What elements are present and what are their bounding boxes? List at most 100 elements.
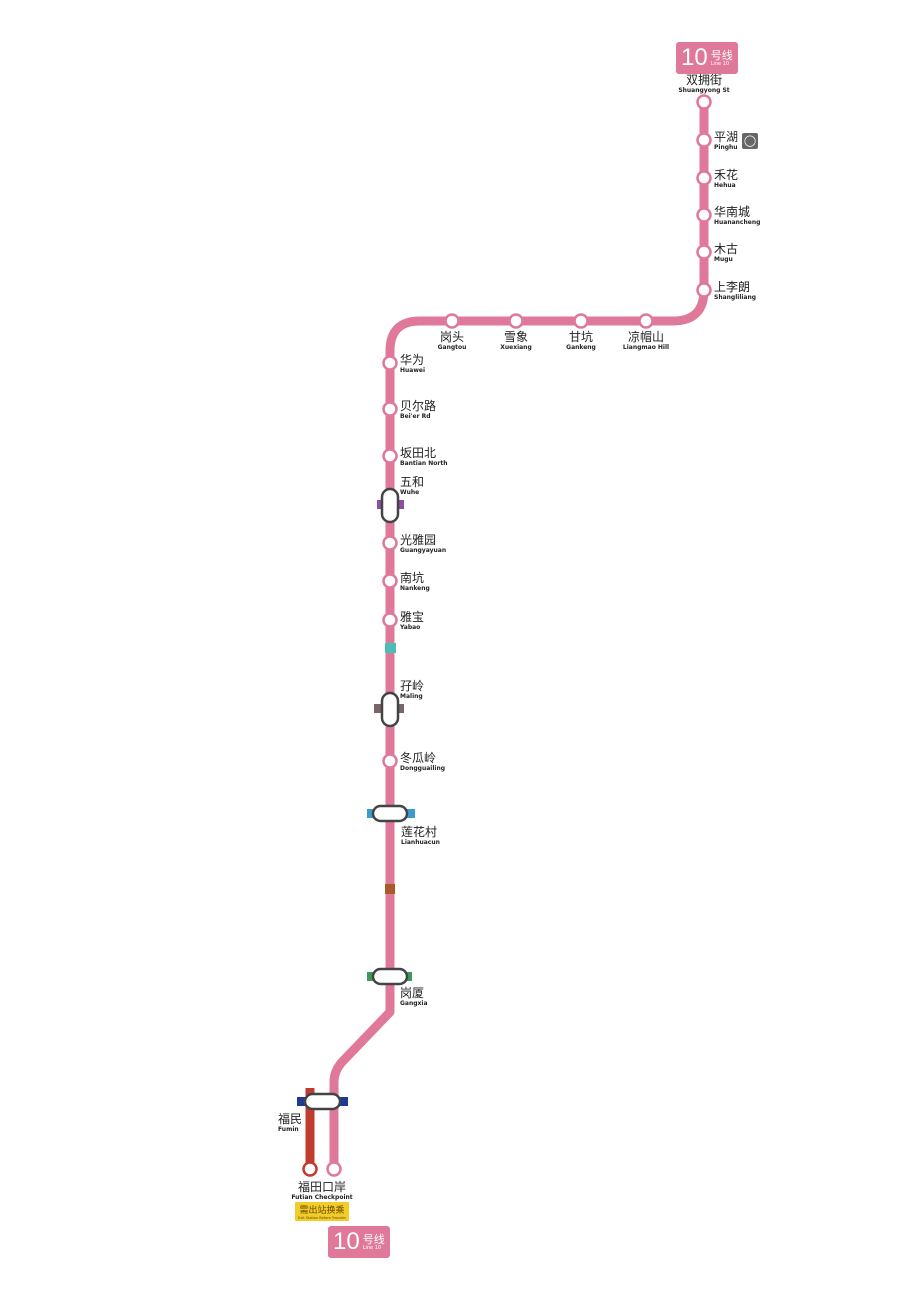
station-dot-bei-er-rd[interactable] [382, 401, 398, 417]
station-name-zh: 上李朗 [714, 280, 751, 294]
station-dot-futian-checkpoint[interactable] [326, 1161, 342, 1177]
interchange-wuhe[interactable] [380, 487, 400, 524]
transfer-note-zh: 需出站换乘 [299, 1206, 345, 1216]
station-name-zh: 雅宝 [400, 610, 425, 624]
station-name-en: Mugu [714, 256, 733, 263]
station-dot-yabao[interactable] [382, 612, 398, 628]
station-name-zh: 贝尔路 [400, 399, 437, 413]
station-name-zh: 莲花村 [401, 825, 438, 839]
station-name-en: Shangliliang [714, 294, 757, 301]
station-dot-dongguailing[interactable] [382, 753, 398, 769]
station-name-en: Maling [400, 693, 423, 700]
station-name-zh: 木古 [714, 242, 739, 256]
station-name-zh: 福田口岸 [297, 1180, 346, 1194]
crossing-mark-brown [385, 884, 395, 894]
railway-station-icon: ◯ [742, 133, 758, 149]
line-number: 10 [333, 1228, 360, 1255]
interchange-lianhuacun[interactable] [371, 804, 409, 823]
station-name-en: Lianhuacun [401, 839, 440, 846]
line-number: 10 [681, 44, 708, 71]
station-name-zh: 雪象 [503, 330, 529, 344]
station-dot-huawei[interactable] [382, 355, 398, 371]
station-dot-hehua[interactable] [696, 170, 712, 186]
station-name-en: Nankeng [400, 585, 430, 592]
station-name-zh: 禾花 [714, 168, 739, 182]
station-name-zh: 凉帽山 [627, 330, 665, 344]
station-dot-shuangyong-st[interactable] [696, 94, 712, 110]
station-name-zh: 平湖 [714, 130, 739, 144]
station-dot-gangtou[interactable] [444, 313, 460, 329]
station-name-en: Gankeng [566, 344, 596, 351]
station-name-zh: 坂田北 [400, 446, 437, 460]
station-name-zh: 福民 [278, 1112, 303, 1126]
station-name-en: Huanancheng [714, 219, 761, 226]
interchange-gangxia[interactable] [371, 967, 409, 986]
line-name-zh: 号线 [362, 1232, 385, 1246]
station-dot-liangmao-hill[interactable] [638, 313, 654, 329]
station-dot-shangliliang[interactable] [696, 282, 712, 298]
station-dot-futian-checkpoint-line1[interactable] [302, 1161, 318, 1177]
station-name-zh: 孖岭 [400, 679, 425, 693]
station-dot-pinghu[interactable] [696, 132, 712, 148]
station-name-zh: 五和 [400, 475, 425, 489]
station-name-zh: 甘坑 [568, 330, 593, 344]
station-dot-huanancheng[interactable] [696, 207, 712, 223]
station-name-en: Bei'er Rd [400, 413, 431, 420]
station-name-en: Gangtou [437, 344, 467, 351]
station-name-en: Liangmao Hill [622, 344, 670, 351]
station-name-zh: 岗厦 [400, 986, 425, 1000]
station-name-en: Futian Checkpoint [291, 1194, 353, 1201]
station-name-en: Wuhe [400, 489, 420, 496]
crossing-mark-teal [385, 643, 396, 653]
station-dot-guangyayuan[interactable] [382, 535, 398, 551]
station-name-en: Gangxia [400, 1000, 428, 1007]
station-name-zh: 冬瓜岭 [400, 751, 437, 765]
station-dot-xuexiang[interactable] [508, 313, 524, 329]
station-name-en: Shuangyong St [678, 87, 730, 94]
transfer-note: 需出站换乘 Exit Station Before Transfer [295, 1202, 349, 1221]
interchange-maling[interactable] [380, 691, 400, 728]
station-name-en: Yabao [400, 624, 421, 631]
station-dot-gankeng[interactable] [573, 313, 589, 329]
station-name-en: Fumin [278, 1126, 299, 1133]
station-name-en: Guangyayuan [400, 547, 447, 554]
station-name-en: Hehua [714, 182, 736, 189]
line-name-en: Line 10 [362, 1244, 382, 1251]
station-name-zh: 双拥街 [685, 73, 723, 87]
station-name-zh: 岗头 [439, 330, 464, 344]
station-dot-nankeng[interactable] [382, 573, 398, 589]
transfer-note-en: Exit Station Before Transfer [298, 1216, 346, 1220]
station-dot-mugu[interactable] [696, 244, 712, 260]
station-dot-bantian-north[interactable] [382, 448, 398, 464]
station-name-zh: 华为 [400, 353, 425, 367]
station-name-zh: 南坑 [400, 571, 425, 585]
interchange-fumin[interactable] [303, 1092, 342, 1111]
line-10-track [329, 102, 709, 1169]
station-name-en: Huawei [400, 367, 426, 374]
